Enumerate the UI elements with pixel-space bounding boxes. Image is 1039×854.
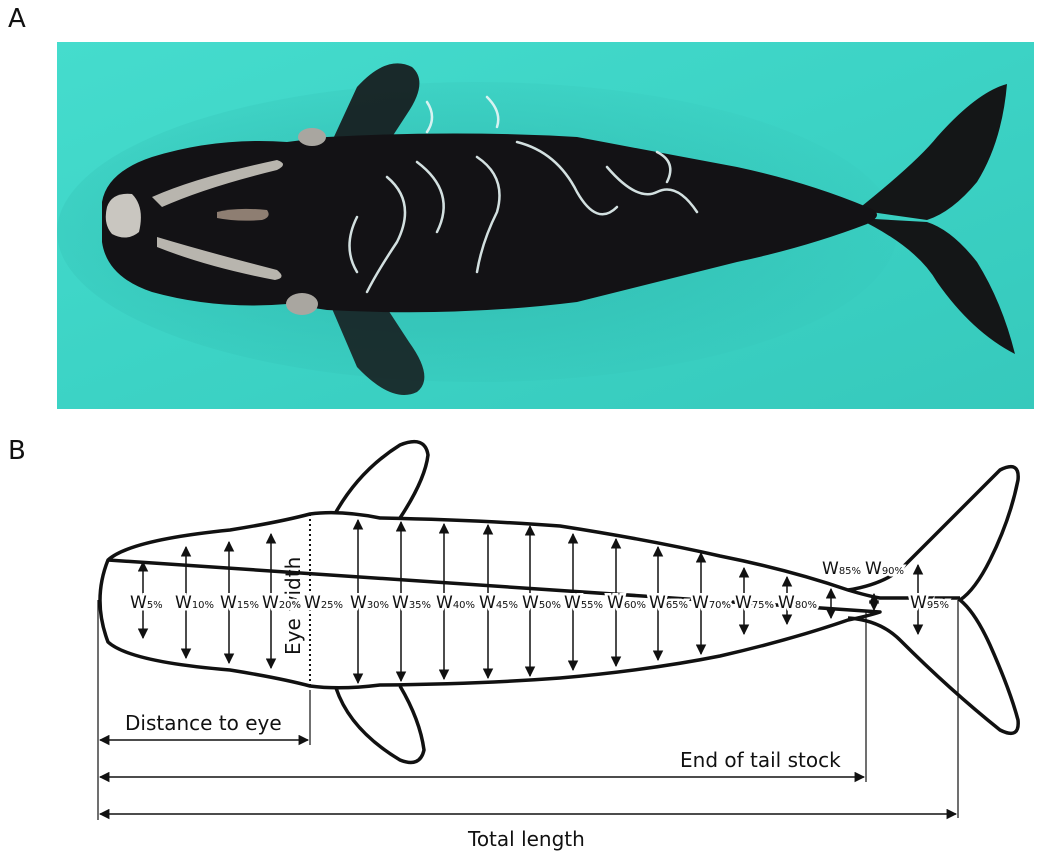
lower-flipper-outline [336,686,424,762]
width-measurements: W5%W10%W15%W20%W25%W30%W35%W40%W45%W50%W… [130,520,949,683]
callosity-eye-upper [298,128,326,146]
width-label-w40: W40% [436,593,475,613]
total-length-label: Total length [467,827,585,851]
upper-flipper-outline [336,442,428,518]
width-label-w45: W45% [479,593,518,613]
width-label-w10: W10% [175,593,214,613]
width-label-w95: W95% [910,593,949,613]
blowhole [217,209,269,221]
whale-aerial-photo [57,42,1034,409]
callosity-eye-lower [286,293,318,315]
width-label-w25: W25% [304,593,343,613]
width-label-w50: W50% [522,593,561,613]
panel-label-a: A [8,4,26,34]
width-label-w70: W70% [692,593,731,613]
width-label-w15: W15% [220,593,259,613]
width-label-w85: W85% [822,559,861,579]
end-of-tail-stock-label: End of tail stock [680,748,841,772]
width-label-w75: W75% [735,593,774,613]
width-label-w90: W90% [865,559,904,579]
width-label-w80: W80% [778,593,817,613]
width-label-w35: W35% [392,593,431,613]
whale-photo-illustration [57,42,1034,409]
whale-schematic: Eye width W5%W10%W15%W20%W25%W30%W35%W40… [0,420,1039,854]
width-label-w55: W55% [564,593,603,613]
distance-to-eye-label: Distance to eye [125,711,282,735]
width-label-w65: W65% [649,593,688,613]
callosity-bonnet [106,194,141,238]
width-label-w30: W30% [350,593,389,613]
width-label-w5: W5% [130,593,163,613]
